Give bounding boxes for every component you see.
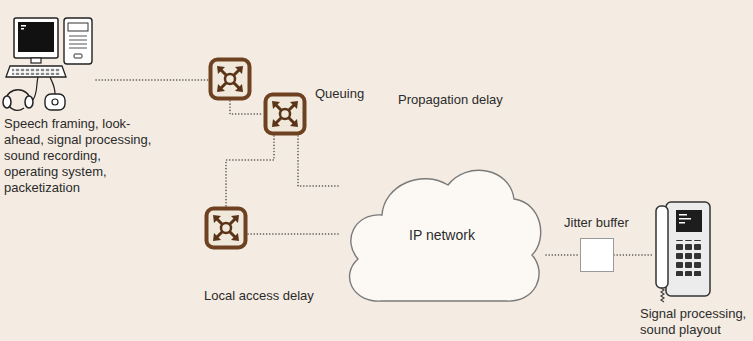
dotted-link <box>298 136 338 186</box>
node-caption: Jitter buffer <box>564 215 629 231</box>
buffer-box: Jitter buffer <box>580 238 614 272</box>
dotted-link <box>226 136 274 206</box>
dotted-link <box>248 233 338 235</box>
device-node: Speech framing, look-ahead, signal proce… <box>4 16 96 112</box>
node-caption: Local access delay <box>204 288 314 304</box>
network-label: IP network <box>409 227 475 243</box>
network-cloud: IP network <box>338 155 546 307</box>
router-icon <box>266 95 305 134</box>
node-caption: Queuing <box>315 86 364 102</box>
router-icon <box>207 209 246 248</box>
device-node: Signal processing, sound playout <box>654 198 712 302</box>
dotted-link <box>546 254 580 256</box>
router-icon <box>211 60 250 99</box>
device-node: Local access delay <box>204 206 248 250</box>
dotted-link <box>614 254 654 256</box>
cloud-shape <box>350 170 541 301</box>
device-node: Queuing <box>263 92 307 136</box>
node-caption: Speech framing, look-ahead, signal proce… <box>4 116 156 196</box>
telephone-illustration <box>656 202 710 302</box>
delay-label: Propagation delay <box>398 92 503 108</box>
computer-illustration <box>3 18 92 110</box>
node-caption: Signal processing, sound playout <box>640 306 753 338</box>
